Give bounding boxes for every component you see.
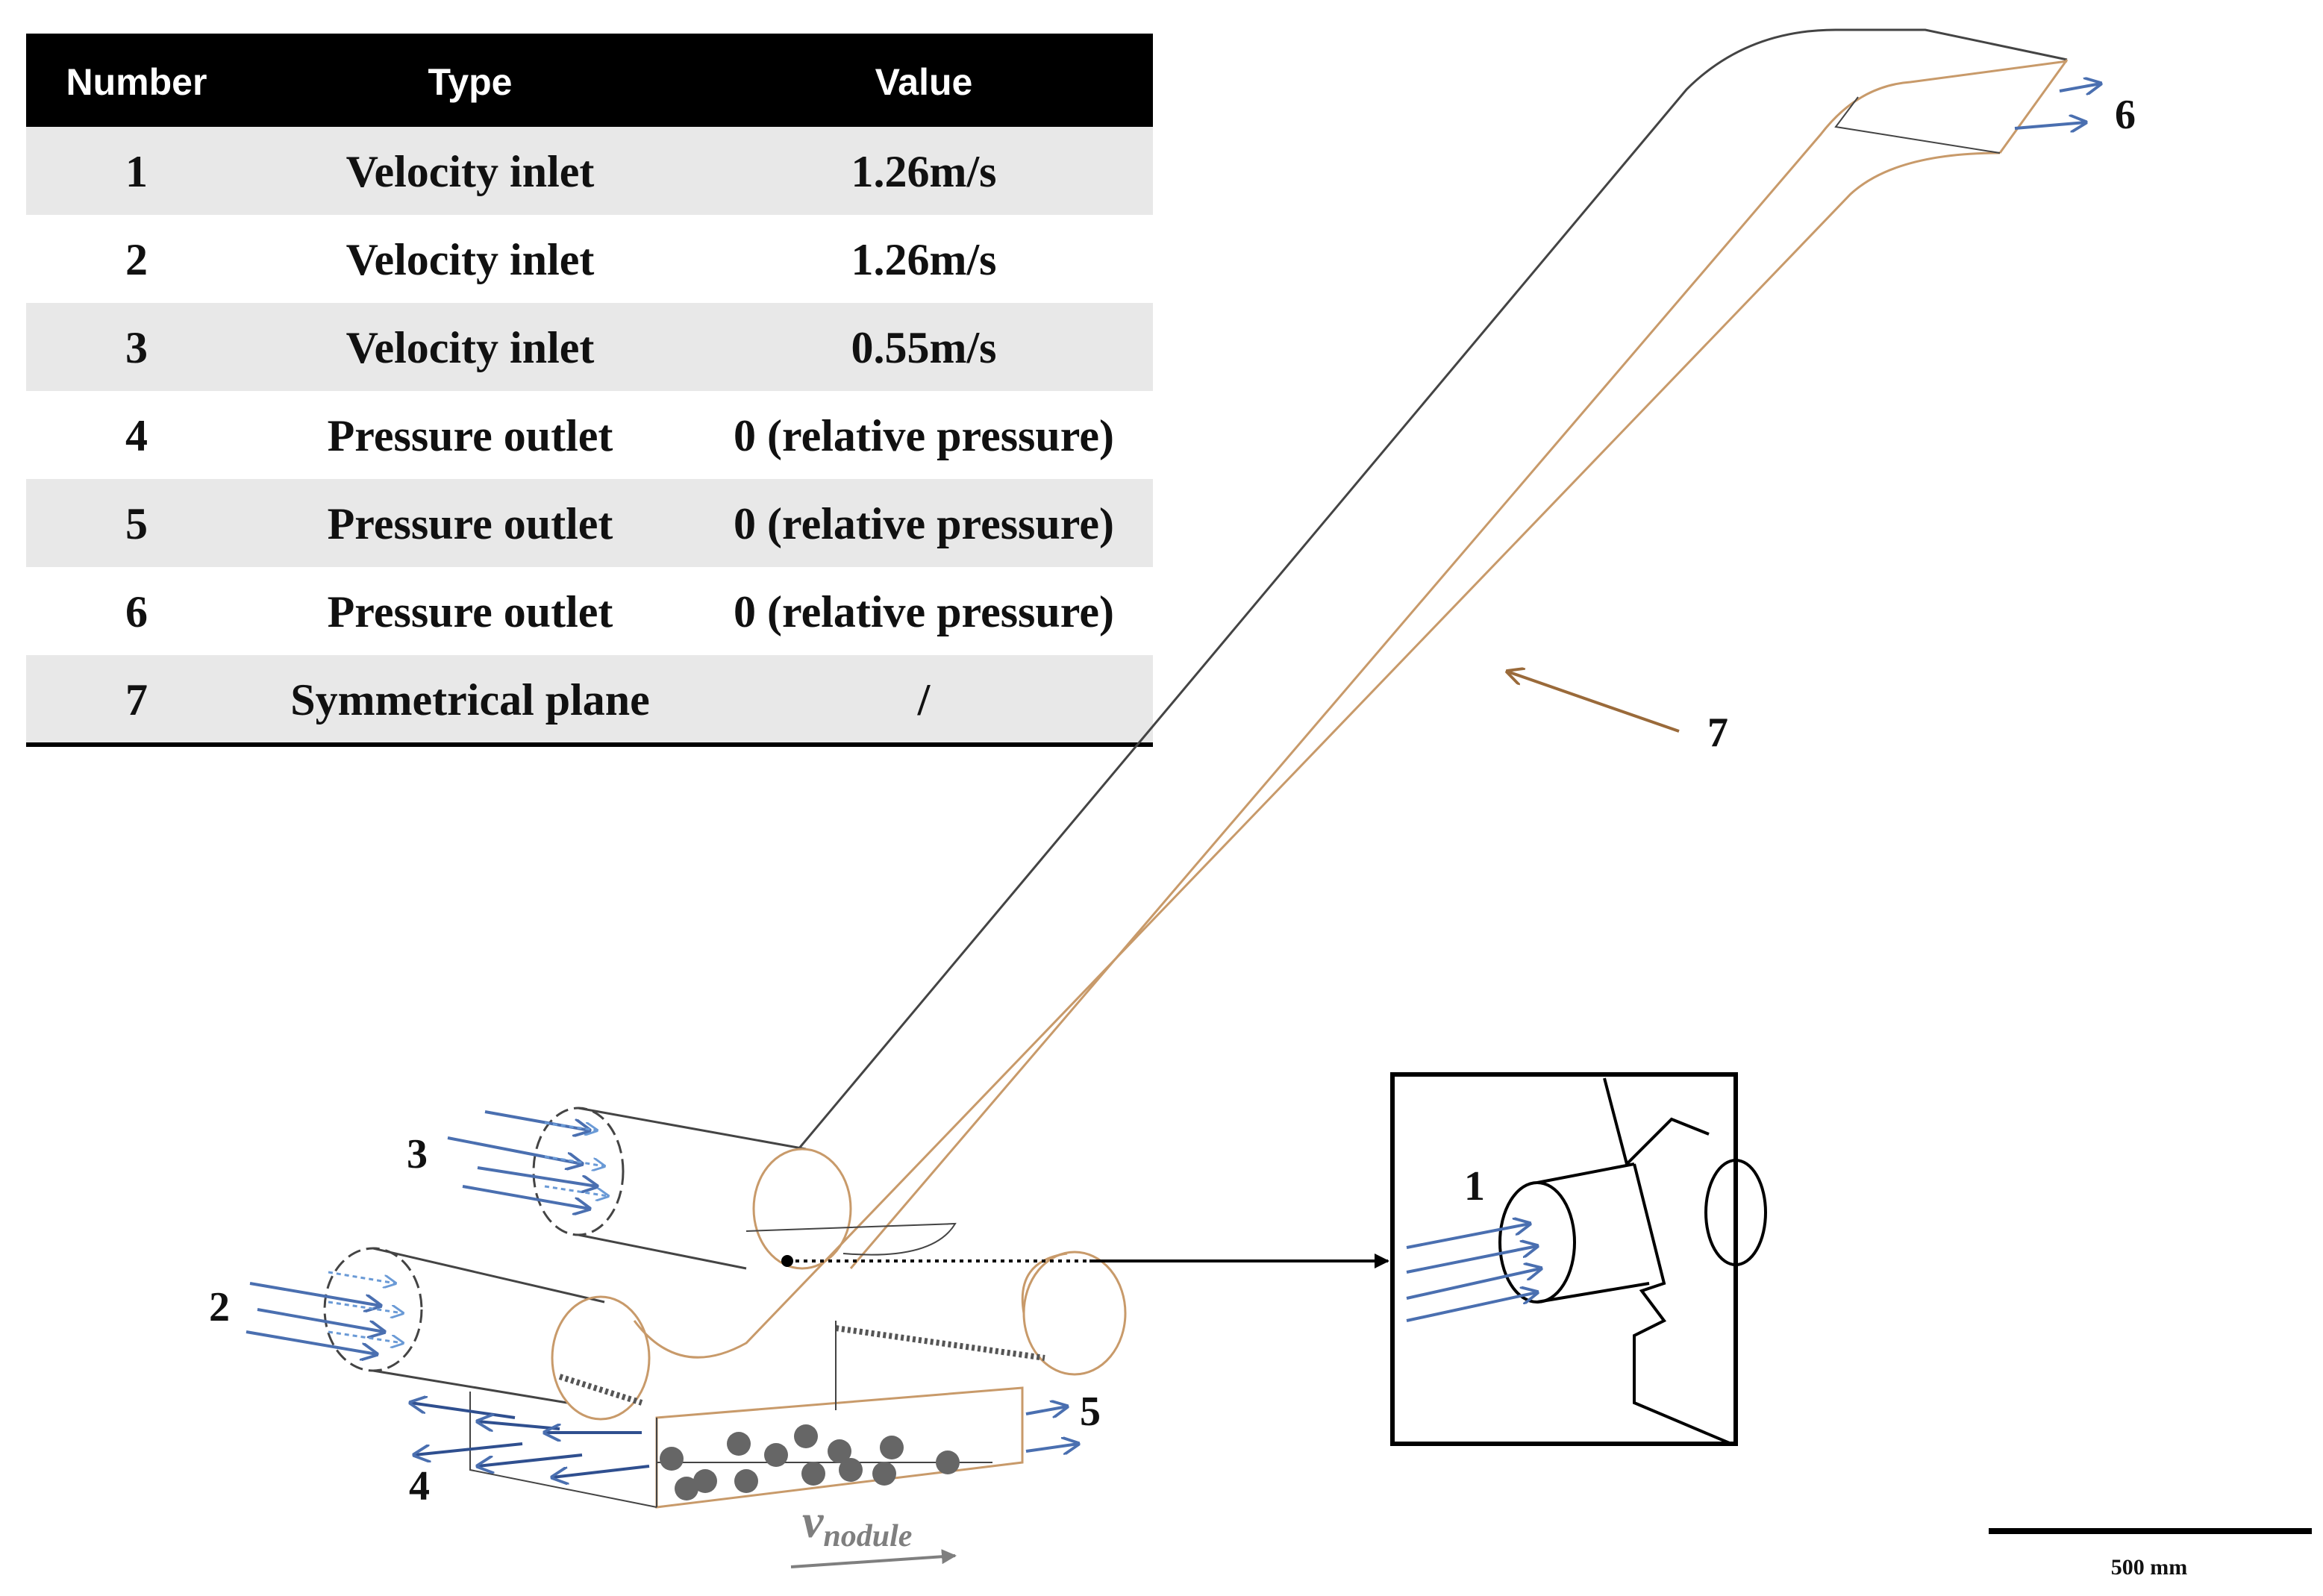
inset-structure-bottom bbox=[1633, 1163, 1732, 1445]
nodule bbox=[675, 1477, 698, 1500]
label-outlet-6: 6 bbox=[2115, 92, 2136, 138]
row-shade-7 bbox=[26, 655, 1153, 743]
outlet-5-arrows bbox=[1025, 1406, 1078, 1451]
row-5-value: 0 (relative pressure) bbox=[734, 499, 1114, 548]
nodules bbox=[660, 1424, 960, 1500]
cyl2-top bbox=[372, 1247, 605, 1304]
table-header-bar bbox=[26, 34, 1153, 127]
row-1-value: 1.26m/s bbox=[851, 147, 997, 196]
row-6-value: 0 (relative pressure) bbox=[734, 587, 1114, 636]
label-inlet-3: 3 bbox=[407, 1131, 428, 1177]
row-2-type: Velocity inlet bbox=[346, 235, 595, 284]
row-shade-3 bbox=[26, 303, 1153, 391]
row-3-number: 3 bbox=[125, 323, 148, 372]
label-plane-7: 7 bbox=[1707, 710, 1728, 756]
collection-box-side bbox=[469, 1392, 657, 1508]
nodule bbox=[764, 1443, 788, 1467]
scale-bar-text: 500 mm bbox=[2111, 1555, 2187, 1580]
nodule-velocity-symbol: v bbox=[802, 1495, 824, 1548]
nodule bbox=[839, 1458, 863, 1482]
header-number: Number bbox=[66, 61, 207, 103]
cyl3-top bbox=[578, 1107, 807, 1151]
nodule bbox=[727, 1432, 751, 1456]
riser-back-edge bbox=[797, 28, 2068, 1150]
row-7-value: / bbox=[917, 675, 931, 725]
riser-pipe bbox=[633, 28, 2069, 1359]
row-4-type: Pressure outlet bbox=[328, 411, 613, 460]
outlet-6-face bbox=[1998, 59, 2069, 154]
row-4-number: 4 bbox=[125, 411, 148, 460]
table-row: 5 Pressure outlet 0 (relative pressure) bbox=[125, 499, 1114, 548]
row-6-number: 6 bbox=[125, 587, 148, 636]
inset-structure-top bbox=[1603, 1077, 1710, 1167]
cyl3-bottom bbox=[578, 1233, 747, 1270]
row-5-number: 5 bbox=[125, 499, 148, 548]
header-value: Value bbox=[875, 61, 973, 103]
row-1-number: 1 bbox=[125, 147, 148, 196]
nodule bbox=[734, 1469, 758, 1493]
boundary-table: Number Type Value 1 Velocity inlet 1.26m… bbox=[26, 34, 1153, 747]
outlet-6-arrows bbox=[2014, 84, 2101, 128]
row-5-type: Pressure outlet bbox=[328, 499, 613, 548]
inset-pipe-bottom bbox=[1536, 1282, 1650, 1304]
nodule bbox=[828, 1439, 851, 1463]
cyl3-end bbox=[752, 1148, 852, 1270]
inset-right-cylinder bbox=[1704, 1159, 1767, 1266]
scale-bar: 500 mm bbox=[1989, 1528, 2312, 1580]
nodule bbox=[936, 1451, 960, 1474]
row-3-type: Velocity inlet bbox=[346, 323, 595, 372]
outlet-6-inner bbox=[1834, 96, 2001, 154]
row-shade-1 bbox=[26, 127, 1153, 215]
table-row: 6 Pressure outlet 0 (relative pressure) bbox=[125, 587, 1114, 636]
nodule-velocity-label: vnodule bbox=[790, 1495, 957, 1568]
right-nozzles bbox=[835, 1325, 1045, 1361]
nodule bbox=[880, 1436, 904, 1459]
nodule bbox=[801, 1462, 825, 1486]
plane-7-pointer bbox=[1507, 672, 1680, 733]
row-1-type: Velocity inlet bbox=[346, 147, 595, 196]
nodule bbox=[872, 1462, 896, 1486]
right-cylinder-lip bbox=[1021, 1252, 1068, 1314]
inlet-3-arrows bbox=[447, 1110, 608, 1209]
label-inlet-2: 2 bbox=[209, 1284, 230, 1330]
row-7-number: 7 bbox=[125, 675, 148, 725]
row-6-type: Pressure outlet bbox=[328, 587, 613, 636]
inset-pipe-top bbox=[1536, 1162, 1635, 1184]
riser-front-edge bbox=[633, 151, 2001, 1359]
inlet-2-arrows bbox=[246, 1271, 403, 1354]
label-outlet-5: 5 bbox=[1080, 1389, 1101, 1435]
nodule bbox=[660, 1447, 684, 1471]
table-row: 3 Velocity inlet 0.55m/s bbox=[125, 323, 997, 372]
cyl2-bottom bbox=[372, 1369, 568, 1404]
cyl2-end bbox=[551, 1295, 651, 1421]
riser-symmetry-edge bbox=[849, 60, 2068, 1269]
nodule bbox=[794, 1424, 818, 1448]
outlet-4-arrows bbox=[410, 1403, 650, 1477]
collector-head bbox=[323, 1107, 1127, 1509]
label-outlet-4: 4 bbox=[409, 1463, 430, 1509]
nodule-velocity-arrow bbox=[790, 1549, 957, 1568]
table-row: 7 Symmetrical plane / bbox=[125, 675, 931, 725]
cyl3-slot bbox=[745, 1222, 957, 1256]
cyl2-nozzles bbox=[558, 1374, 643, 1406]
table-row: 4 Pressure outlet 0 (relative pressure) bbox=[125, 411, 1114, 460]
svg-text:vnodule: vnodule bbox=[802, 1495, 912, 1553]
row-2-value: 1.26m/s bbox=[851, 235, 997, 284]
table-row: 2 Velocity inlet 1.26m/s bbox=[125, 235, 997, 284]
header-type: Type bbox=[428, 61, 513, 103]
row-3-value: 0.55m/s bbox=[851, 323, 997, 372]
table-row: 1 Velocity inlet 1.26m/s bbox=[125, 147, 997, 196]
row-4-value: 0 (relative pressure) bbox=[734, 411, 1114, 460]
label-inlet-1: 1 bbox=[1464, 1163, 1485, 1209]
nodule-velocity-subscript: nodule bbox=[823, 1519, 912, 1553]
inset-frame bbox=[1390, 1072, 1738, 1446]
row-7-type: Symmetrical plane bbox=[290, 675, 650, 725]
nodule bbox=[693, 1469, 717, 1493]
row-2-number: 2 bbox=[125, 235, 148, 284]
row-shade-5 bbox=[26, 479, 1153, 567]
detail-inset bbox=[1390, 1072, 1767, 1446]
